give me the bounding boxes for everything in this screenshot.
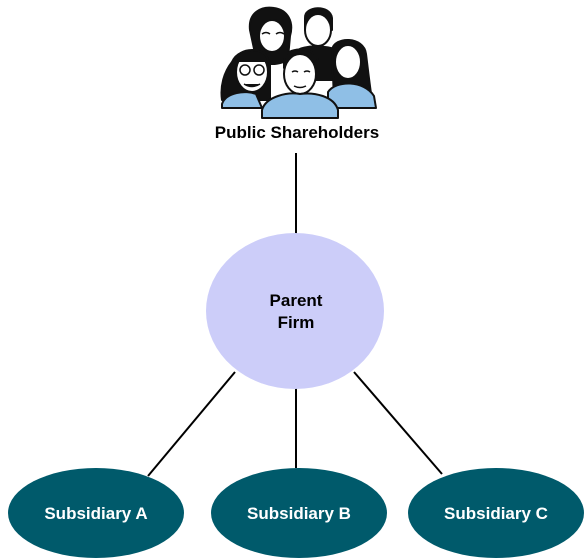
subsidiary-c-ellipse	[408, 468, 584, 558]
connector-lines	[147, 153, 443, 477]
parent-firm-node: Parent Firm	[206, 233, 384, 389]
subsidiary-a-label: Subsidiary A	[44, 504, 147, 523]
subsidiary-a-node: Subsidiary A	[8, 468, 184, 558]
subsidiary-b-ellipse	[211, 468, 387, 558]
subsidiary-b-node: Subsidiary B	[211, 468, 387, 558]
shareholders-label: Public Shareholders	[215, 123, 379, 142]
parent-firm-label-line1: Parent	[270, 291, 323, 310]
connector-parent-subsidiary-c	[353, 371, 443, 475]
parent-firm-label-line2: Firm	[278, 313, 315, 332]
parent-firm-ellipse	[206, 233, 384, 389]
connector-parent-subsidiary-a	[147, 371, 236, 477]
group-of-people-icon	[220, 6, 377, 119]
subsidiary-a-ellipse	[8, 468, 184, 558]
subsidiary-c-node: Subsidiary C	[408, 468, 584, 558]
subsidiary-b-label: Subsidiary B	[247, 504, 351, 523]
subsidiary-c-label: Subsidiary C	[444, 504, 548, 523]
